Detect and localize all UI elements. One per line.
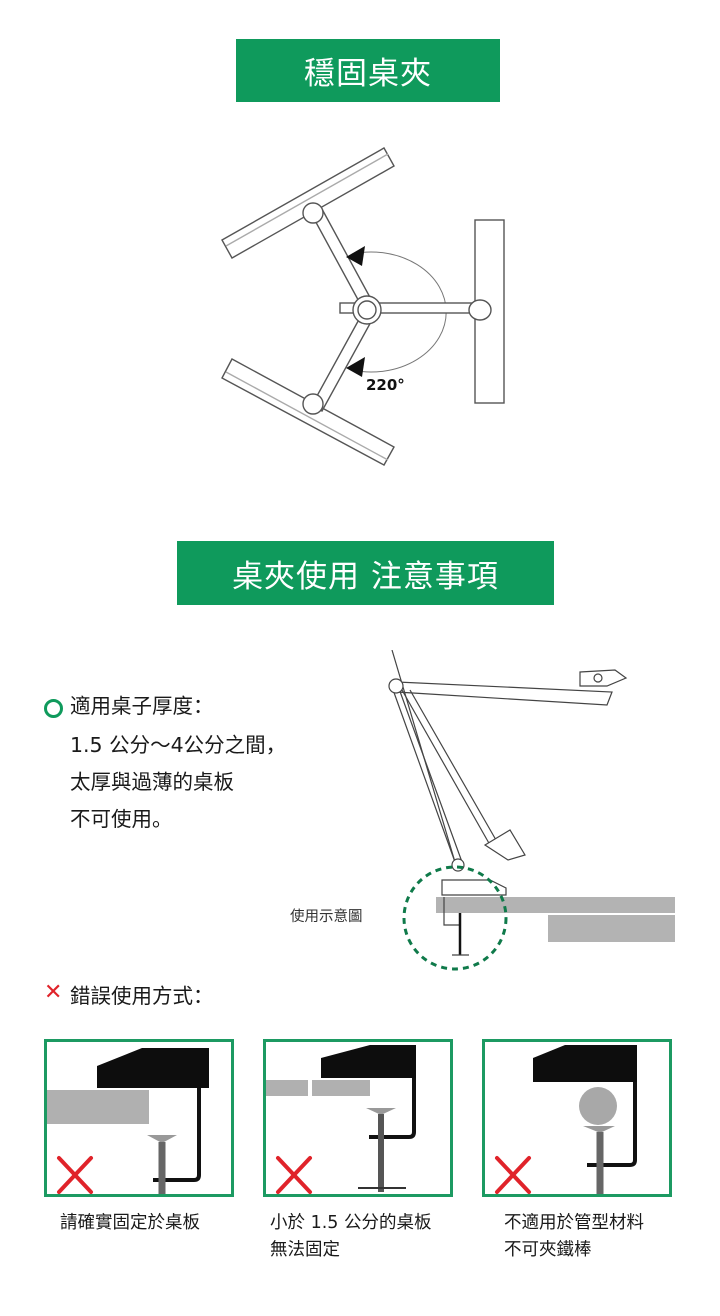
fit-spec-line: 適用桌子厚度： (70, 694, 214, 718)
desk-top (436, 897, 675, 913)
card-caption-1: 請確實固定於桌板 (60, 1210, 200, 1237)
fit-spec-line: 太厚與過薄的桌板 (70, 770, 234, 794)
section-banner-stable-clamp: 穩固桌夾 (236, 39, 500, 102)
caption-line: 不適用於管型材料 (504, 1213, 644, 1233)
desk-lower (548, 915, 675, 942)
fit-spec-line: 不可使用。 (70, 807, 173, 831)
card-caption-2: 小於 1.5 公分的桌板 無法固定 (270, 1210, 431, 1264)
rotation-angle-label: 220° (366, 376, 405, 394)
caption-line: 小於 1.5 公分的桌板 (270, 1213, 432, 1233)
fit-spec-line: 1.5 公分～4公分之間， (70, 733, 287, 757)
wrong-usage-card-1 (44, 1039, 234, 1197)
red-x-icon (276, 1156, 312, 1194)
caption-line: 請確實固定於桌板 (60, 1213, 200, 1233)
red-x-icon (57, 1156, 93, 1194)
banner-title: 桌夾使用 注意事項 (232, 558, 499, 595)
wrong-usage-heading: 錯誤使用方式： (70, 984, 214, 1008)
section-banner-usage-notes: 桌夾使用 注意事項 (177, 541, 554, 605)
clamp-highlight-circle (402, 865, 508, 971)
diagram-caption: 使用示意圖 (290, 909, 363, 925)
red-x-icon (495, 1156, 531, 1194)
wrong-usage-card-2 (263, 1039, 453, 1197)
lamp-usage-illustration (388, 650, 675, 971)
rotation-diagram (221, 147, 505, 466)
circle-outline-icon (44, 699, 63, 718)
card-caption-3: 不適用於管型材料 不可夾鐵棒 (504, 1210, 644, 1264)
caption-line: 無法固定 (270, 1240, 340, 1260)
caption-line: 不可夾鐵棒 (504, 1240, 592, 1260)
cross-icon: ✕ (44, 980, 63, 1005)
wrong-usage-card-3 (482, 1039, 672, 1197)
banner-title: 穩固桌夾 (304, 56, 432, 92)
